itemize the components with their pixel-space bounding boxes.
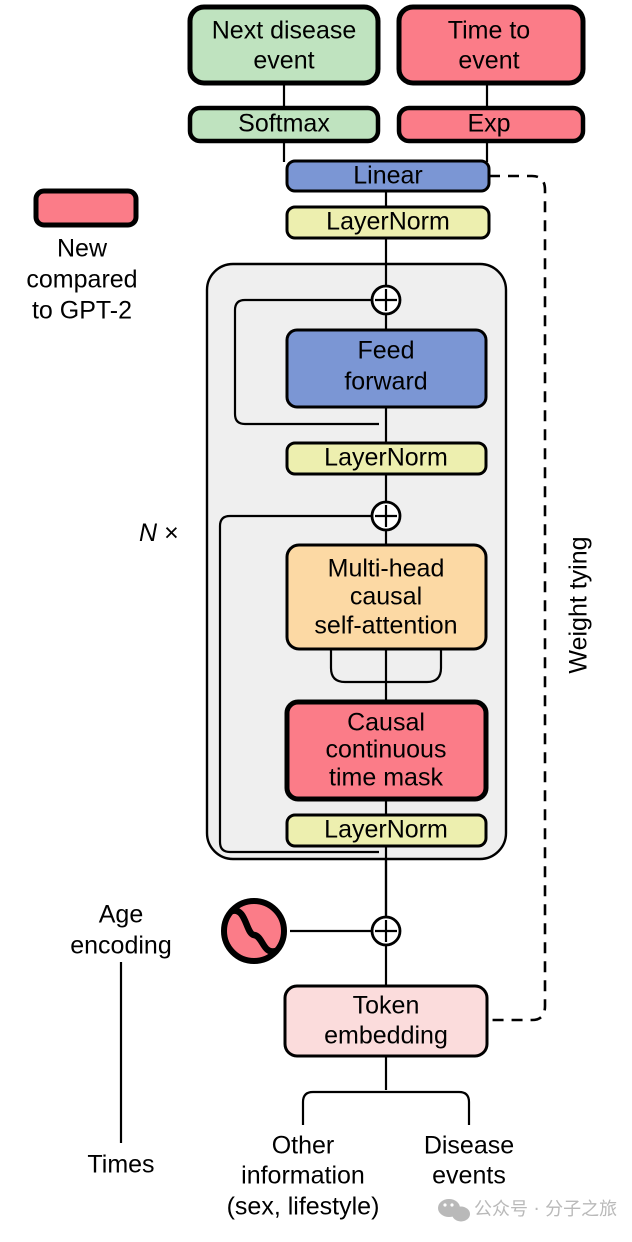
- node-token-embedding-line1: Token: [353, 992, 420, 1020]
- node-attention-line1: Multi-head: [328, 555, 445, 583]
- edge-layer-over-block: [218, 264, 443, 924]
- legend-label-line3: to GPT-2: [32, 297, 132, 325]
- node-softmax[interactable]: Softmax: [187, 105, 381, 144]
- node-causal-continuous-time-mask[interactable]: Causal continuous time mask: [284, 699, 489, 802]
- node-time-to-event-line1: Time to: [448, 17, 530, 45]
- age-encoding-line1: Age: [99, 901, 143, 929]
- node-causal-mask-line1: Causal: [347, 709, 425, 737]
- age-encoding-line2: encoding: [70, 932, 171, 960]
- legend-label-line2: compared: [26, 266, 137, 294]
- node-time-to-event-line2: event: [458, 47, 519, 75]
- legend-swatch-new: [33, 188, 139, 228]
- node-layernorm-bottom[interactable]: LayerNorm: [285, 813, 488, 848]
- repeat-count-times: ×: [164, 519, 179, 547]
- repeat-count-n: N: [139, 519, 158, 547]
- wechat-icon: [438, 1199, 470, 1222]
- weight-tying-dashed-connection: [489, 174, 547, 1022]
- disease-events-line1: Disease: [424, 1132, 514, 1160]
- node-token-embedding[interactable]: Token embedding: [283, 984, 489, 1058]
- disease-events-label: Disease events: [424, 1132, 514, 1190]
- legend-label-line1: New: [57, 235, 108, 263]
- node-causal-mask-line3: time mask: [329, 764, 443, 792]
- node-softmax-label: Softmax: [238, 110, 330, 138]
- other-information-line3: (sex, lifestyle): [227, 1193, 380, 1221]
- node-feed-forward-line2: forward: [344, 368, 427, 396]
- residual-add-2: [370, 500, 402, 532]
- node-layernorm-mid[interactable]: LayerNorm: [285, 441, 488, 476]
- node-next-disease-event-line1: Next disease: [212, 17, 357, 45]
- times-label: Times: [87, 1151, 154, 1179]
- node-next-disease-event[interactable]: Next disease event: [187, 4, 381, 86]
- repeat-count-label: N×: [139, 519, 179, 547]
- node-attention-line2: causal: [350, 583, 422, 611]
- node-layernorm-bottom-label: LayerNorm: [324, 816, 448, 844]
- node-layernorm-top-label: LayerNorm: [326, 208, 450, 236]
- node-exp-label: Exp: [467, 110, 510, 138]
- node-multihead-causal-self-attention[interactable]: Multi-head causal self-attention: [285, 543, 488, 651]
- node-feed-forward[interactable]: Feed forward: [285, 328, 488, 409]
- node-causal-mask-line2: continuous: [326, 736, 447, 764]
- node-linear-label: Linear: [353, 162, 423, 190]
- age-encoding-label: Age encoding: [70, 901, 171, 960]
- node-feed-forward-line1: Feed: [358, 337, 415, 365]
- edge-input-fork-bracket: [301, 1090, 471, 1125]
- node-exp[interactable]: Exp: [396, 105, 586, 144]
- residual-add-1: [370, 284, 402, 316]
- node-attention-line3: self-attention: [314, 612, 457, 640]
- node-time-to-event[interactable]: Time to event: [396, 4, 586, 86]
- weight-tying-label: Weight tying: [565, 536, 593, 673]
- disease-events-line2: events: [432, 1162, 506, 1190]
- sine-wave-circle-icon: [221, 898, 287, 964]
- legend: New compared to GPT-2: [26, 188, 139, 325]
- node-next-disease-event-line2: event: [253, 47, 314, 75]
- other-information-line2: information: [241, 1162, 365, 1190]
- node-layernorm-mid-label: LayerNorm: [324, 444, 448, 472]
- node-linear[interactable]: Linear: [285, 159, 491, 193]
- node-layernorm-top[interactable]: LayerNorm: [285, 205, 491, 240]
- watermark: 公众号 · 分子之旅: [438, 1199, 617, 1222]
- watermark-text: 公众号 · 分子之旅: [474, 1199, 617, 1220]
- node-token-embedding-line2: embedding: [324, 1022, 448, 1050]
- residual-add-3: [370, 915, 402, 947]
- other-information-label: Other information (sex, lifestyle): [227, 1132, 380, 1221]
- other-information-line1: Other: [272, 1132, 335, 1160]
